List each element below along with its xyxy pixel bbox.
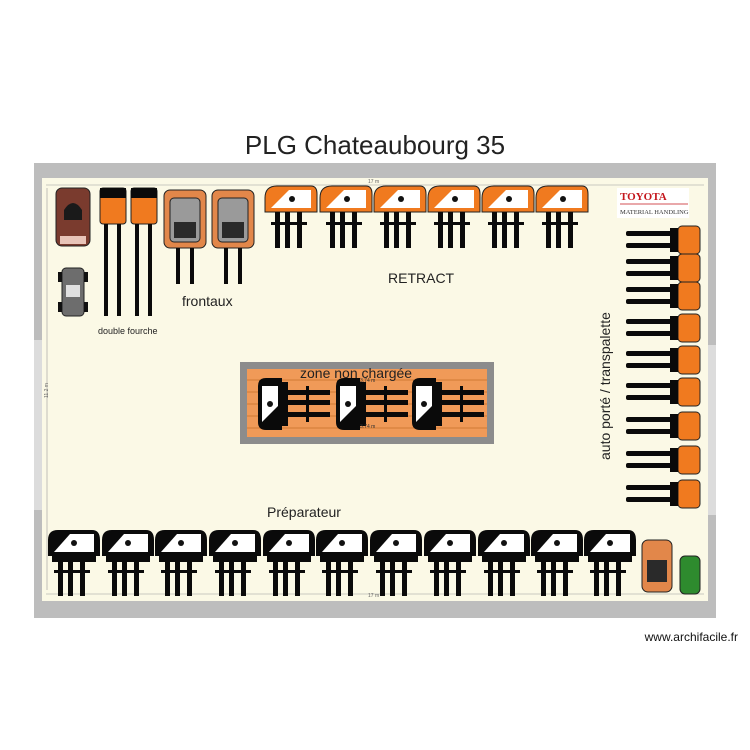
front-forklift-2: [211, 189, 255, 284]
watermark: www.archifacile.fr: [644, 630, 738, 644]
toyota-logo: [617, 188, 689, 218]
label-double-fourche: double fourche: [98, 326, 158, 336]
green-vehicle: [679, 555, 701, 595]
label-preparateur: Préparateur: [267, 504, 341, 520]
dim-zone-b: 3.74 m: [360, 424, 375, 430]
label-auto-porte: auto porté / transpalette: [597, 312, 613, 460]
dim-zone-a: 3.74 m: [360, 378, 375, 384]
double-fork-reach-1: [99, 187, 127, 316]
double-fork-reach-2: [130, 187, 158, 316]
label-zone: zone non chargée: [300, 365, 412, 381]
logo-sub: MATERIAL HANDLING: [620, 209, 689, 216]
dim-top: 17 m: [368, 179, 379, 185]
label-retract: RETRACT: [388, 270, 455, 286]
tow-tractor: [641, 539, 673, 593]
small-vehicle: [58, 267, 88, 317]
page-title: PLG Chateaubourg 35: [244, 130, 506, 160]
dim-left: 11.2 m: [44, 383, 50, 398]
double-fork-truck: [55, 187, 91, 247]
logo-brand: TOYOTA: [620, 191, 667, 203]
front-forklift-1: [163, 189, 207, 284]
dim-bottom: 17 m: [368, 593, 379, 599]
label-frontaux: frontaux: [182, 293, 233, 309]
